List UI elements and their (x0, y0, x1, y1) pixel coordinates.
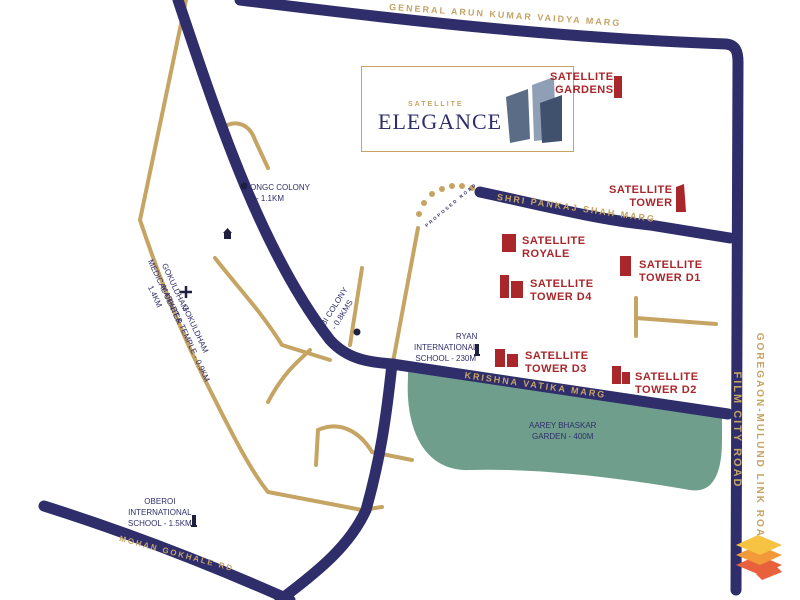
minor-road-d1-h (634, 316, 718, 326)
road-mohan-gokhale (38, 500, 296, 600)
minor-road-west (138, 0, 384, 512)
minor-road-rbi (348, 266, 364, 347)
temple-icon (223, 228, 232, 239)
royale-building-icon (502, 234, 516, 252)
landmark-aarey-1: AAREY BHASKAR (529, 421, 597, 430)
tower-d3-building-icon (495, 349, 518, 367)
building-label-tower-d3: SATELLITE TOWER D3 (525, 350, 589, 376)
minor-roads (138, 0, 718, 512)
building-label-royale: SATELLITE ROYALE (522, 235, 586, 261)
tower-building-icon (676, 184, 686, 212)
gardens-building-icon (614, 76, 622, 98)
road-west-diagonal (172, 0, 398, 370)
oberoi-school-icon (191, 515, 197, 527)
satellite-elegance-logo: SATELLITE ELEGANCE (361, 66, 574, 152)
logo-main-text: ELEGANCE (378, 109, 503, 134)
building-label-tower-d1-2: TOWER D1 (639, 272, 701, 284)
landmark-ongc-2: - 1.1KM (256, 194, 285, 203)
minor-road-south (316, 424, 414, 462)
building-label-tower-d2-2: TOWER D2 (635, 384, 697, 396)
logo-top-text: SATELLITE (408, 101, 464, 108)
minor-road-gokuldham (213, 256, 332, 362)
road-label-mohan-gokhale: MOHAN GOKHALE RD (118, 534, 235, 573)
road-south (274, 358, 398, 600)
tower-d1-building-icon (620, 256, 631, 276)
building-label-tower-d1: SATELLITE TOWER D1 (639, 259, 703, 285)
building-label-royale-1: SATELLITE (522, 235, 586, 247)
landmark-oberoi-2: INTERNATIONAL (128, 508, 192, 517)
building-label-tower-d4-1: SATELLITE (530, 278, 594, 290)
ongc-marker-icon (240, 182, 248, 190)
landmark-oberoi-1: OBEROI (144, 497, 176, 506)
ryan-school-icon (474, 344, 480, 356)
building-label-gardens-1: SATELLITE (550, 71, 614, 83)
tower-d4-building-icon (500, 275, 523, 298)
aarey-bhaskar-garden (407, 372, 722, 491)
minor-road-gokul-loop (266, 348, 312, 404)
building-label-tower-d2: SATELLITE TOWER D2 (635, 371, 699, 397)
road-shri-pankaj (474, 186, 736, 244)
landmark-oberoi-3: SCHOOL - 1.5KM (128, 519, 192, 528)
building-label-tower-d1-1: SATELLITE (639, 259, 703, 271)
building-label-tower-2: TOWER (629, 197, 673, 209)
road-label-goregaon-mulund: GOREGAON-MULUND LINK ROAD (754, 333, 765, 547)
building-label-tower-d2-1: SATELLITE (635, 371, 699, 383)
landmark-oberoi: OBEROI INTERNATIONAL SCHOOL - 1.5KM (128, 496, 192, 529)
building-label-royale-2: ROYALE (522, 248, 570, 260)
rbi-marker-icon (353, 328, 361, 336)
landmark-ryan-2: INTERNATIONAL (414, 343, 478, 352)
minor-road-south-2 (314, 428, 320, 467)
proposed-road-dots (416, 183, 475, 217)
medical-cross-icon (180, 286, 192, 298)
main-roads (38, 0, 744, 600)
landmark-ryan-3: SCHOOL - 230M (415, 354, 477, 363)
building-label-gardens-2: GARDENS (555, 84, 614, 96)
logo-towers-icon (506, 77, 562, 143)
proposed-road-stem (391, 226, 420, 364)
building-label-tower-d4-2: TOWER D4 (530, 291, 592, 303)
landmark-aarey-2: GARDEN - 400M (532, 432, 594, 441)
building-label-tower-d3-2: TOWER D3 (525, 363, 587, 375)
road-label-film-city: FILM CITY ROAD (731, 371, 743, 488)
brand-layers-icon (736, 535, 782, 580)
landmark-ryan-1: RYAN (455, 332, 478, 341)
landmark-ryan: RYAN INTERNATIONAL SCHOOL - 230M (414, 331, 477, 364)
landmark-ongc-1: ONGC COLONY (250, 183, 311, 192)
building-label-tower-1: SATELLITE (609, 184, 673, 196)
building-label-tower-d4: SATELLITE TOWER D4 (530, 278, 594, 304)
building-label-tower-d3-1: SATELLITE (525, 350, 589, 362)
road-general-arun (234, 0, 744, 596)
building-label-gardens: SATELLITE GARDENS (550, 71, 614, 97)
building-label-tower: SATELLITE TOWER (609, 184, 673, 210)
tower-d2-building-icon (612, 366, 630, 384)
landmark-aarey: AAREY BHASKAR GARDEN - 400M (529, 420, 596, 442)
landmark-ongc: ONGC COLONY - 1.1KM (250, 182, 310, 204)
road-krishna-vatika (386, 358, 734, 420)
